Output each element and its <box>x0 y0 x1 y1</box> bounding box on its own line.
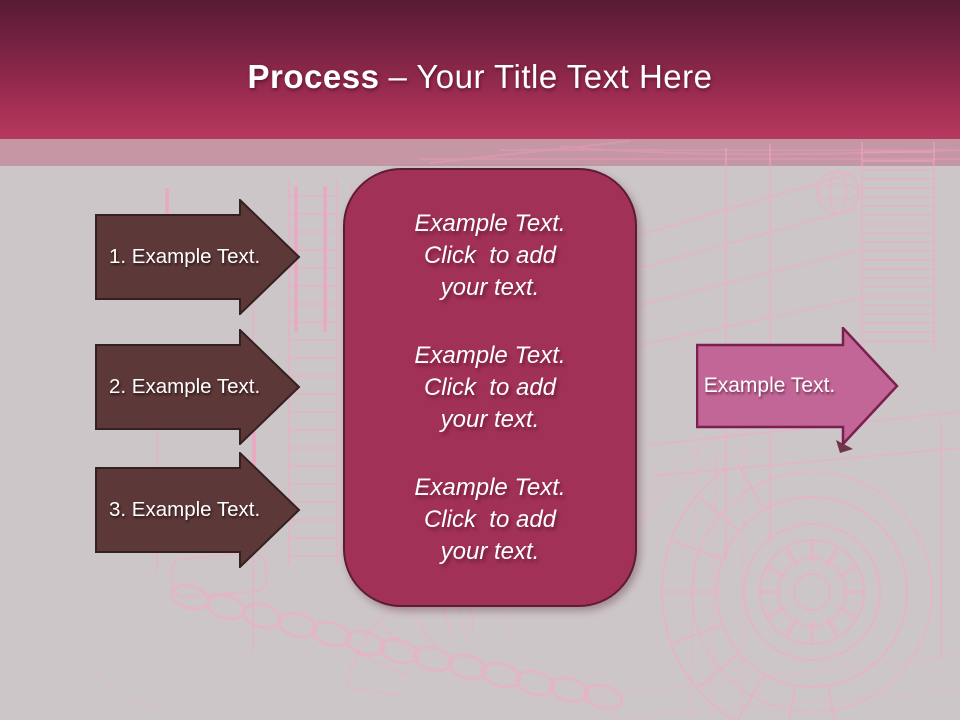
panel-text-block-3[interactable]: Example Text. Click to add your text. <box>414 473 566 565</box>
step-arrow-1[interactable]: 1. Example Text. <box>95 199 301 315</box>
title-bold-text: Process <box>247 57 380 95</box>
result-arrow-label: Example Text. <box>703 374 836 397</box>
title-bar: Process–Your Title Text Here <box>0 0 960 139</box>
panel-text-block-2[interactable]: Example Text. Click to add your text. <box>414 341 566 433</box>
step-arrow-label: 2. Example Text. <box>109 375 261 398</box>
step-arrow-3[interactable]: 3. Example Text. <box>95 452 301 568</box>
step-arrow-label: 3. Example Text. <box>109 498 261 521</box>
title-rest-text: Your Title Text Here <box>416 57 713 95</box>
result-arrow[interactable]: Example Text. <box>696 327 899 445</box>
title-dash: – <box>388 57 408 95</box>
panel-text-block-1[interactable]: Example Text. Click to add your text. <box>414 209 566 301</box>
slide-title[interactable]: Process–Your Title Text Here <box>248 58 713 96</box>
step-arrow-2[interactable]: 2. Example Text. <box>95 329 301 445</box>
step-arrow-label: 1. Example Text. <box>109 245 261 268</box>
center-text-panel: Example Text. Click to add your text. Ex… <box>343 168 637 607</box>
